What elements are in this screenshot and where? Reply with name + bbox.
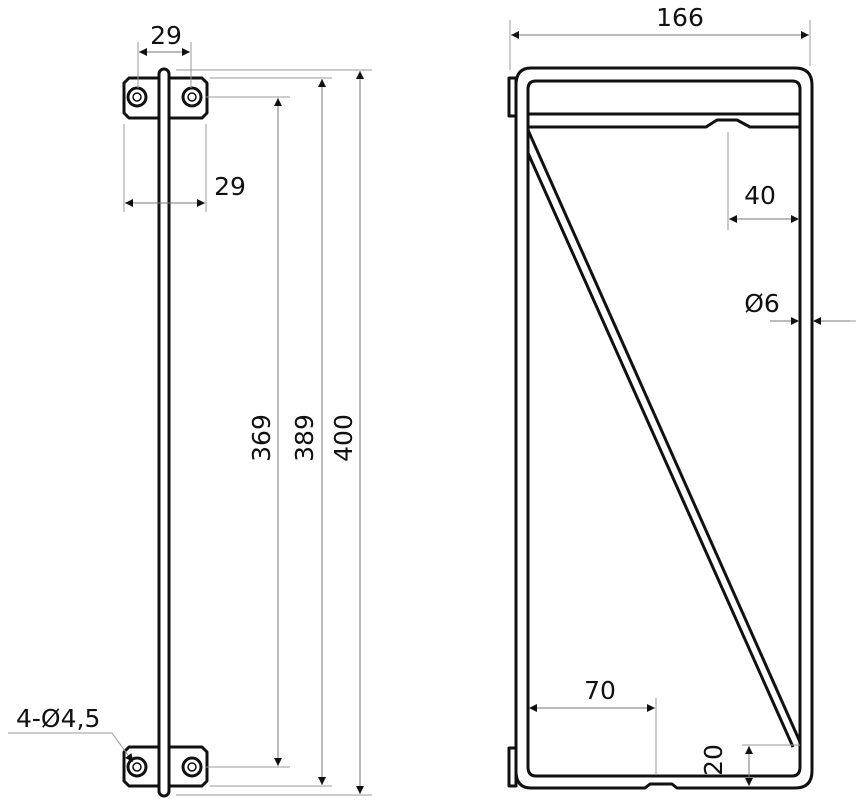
- diagonal-brace: [526, 129, 802, 743]
- bottom-bracket: [122, 745, 209, 788]
- mounting-hole: [126, 86, 148, 108]
- dim-166: 166: [656, 3, 704, 32]
- hole-callout: 4-Ø4,5: [16, 704, 100, 733]
- vertical-rod: [157, 67, 171, 798]
- dim-bracket-width: 29: [214, 172, 246, 201]
- side-view: 29 29 369 389 400 4-Ø4,5: [8, 21, 372, 798]
- dim-40: 40: [744, 181, 776, 210]
- mounting-hole: [181, 86, 203, 108]
- top-bar-notched: [528, 118, 800, 129]
- top-bracket: [122, 76, 209, 120]
- dim-400: 400: [329, 414, 358, 462]
- dim-369: 369: [247, 414, 276, 462]
- dim-hole-spacing: 29: [150, 21, 182, 50]
- outer-frame: [514, 66, 814, 790]
- front-view: 166 40 Ø6 70 20: [507, 3, 856, 790]
- dim-70: 70: [584, 676, 616, 705]
- dim-20: 20: [699, 744, 728, 776]
- mounting-hole: [126, 756, 148, 778]
- diagonal-brace-inner: [526, 152, 795, 748]
- inner-frame: [526, 79, 802, 778]
- dim-389: 389: [290, 414, 319, 462]
- mounting-hole: [181, 756, 203, 778]
- dim-rod-diameter: Ø6: [744, 289, 780, 318]
